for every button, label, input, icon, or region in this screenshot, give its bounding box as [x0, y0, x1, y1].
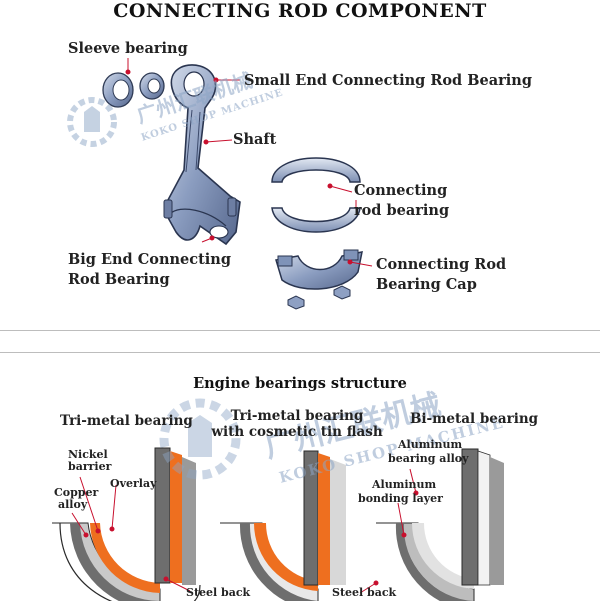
- sleeve-bearing-small: [139, 72, 165, 100]
- bearing-cap-label-2: Bearing Cap: [376, 276, 477, 293]
- bi-metal-bearing-section: [376, 448, 504, 601]
- tri-metal-tin-header-1: Tri-metal bearing: [230, 408, 364, 424]
- steel-back-label-1: Steel back: [186, 586, 251, 599]
- connecting-rod-bearing-label-1: Connecting: [354, 182, 448, 199]
- bearing-cap-label-1: Connecting Rod: [376, 256, 507, 273]
- copper-alloy-label-2: alloy: [58, 498, 88, 511]
- connecting-rod-title: CONNECTING ROD COMPONENT: [113, 0, 487, 22]
- engine-bearings-panel: Engine bearings structure: [0, 352, 600, 601]
- panel-separator: [0, 331, 600, 351]
- leader-lines: [125, 58, 373, 267]
- aluminum-alloy-label-1: Aluminum: [398, 438, 463, 451]
- big-end-label-2: Rod Bearing: [68, 271, 170, 288]
- connecting-rod-bearing-label-2: rod bearing: [354, 202, 450, 219]
- tri-metal-bearing-section: [52, 447, 201, 601]
- connecting-rod-panel: CONNECTING ROD COMPONENT: [0, 0, 600, 331]
- connecting-rod-bearing-shell: [271, 157, 361, 233]
- overlay-label: Overlay: [110, 477, 157, 490]
- sleeve-bearing-large: [102, 72, 134, 108]
- bearing-leader-lines: [71, 468, 419, 594]
- small-end-label: Small End Connecting Rod Bearing: [244, 72, 532, 89]
- copper-alloy-label-1: Copper: [54, 486, 99, 499]
- engine-bearings-title: Engine bearings structure: [193, 375, 407, 392]
- aluminum-alloy-label-2: bearing alloy: [388, 452, 469, 465]
- shaft-label: Shaft: [233, 131, 277, 148]
- steel-back-label-2: Steel back: [332, 586, 397, 599]
- big-end-label-1: Big End Connecting: [68, 251, 231, 268]
- watermark-logo-bottom: [159, 398, 241, 480]
- nickel-barrier-label-2: barrier: [68, 460, 112, 473]
- bearing-cross-sections: [52, 398, 504, 601]
- connecting-rod-bearing-cap: [275, 249, 363, 310]
- tri-metal-header: Tri-metal bearing: [60, 413, 193, 429]
- aluminum-bonding-label-2: bonding layer: [358, 492, 443, 505]
- connecting-rod-illustration: [67, 58, 373, 310]
- tri-metal-tin-bearing-section: [220, 450, 346, 601]
- aluminum-bonding-label-1: Aluminum: [372, 478, 437, 491]
- tri-metal-tin-header-2: with cosmetic tin flash: [211, 424, 383, 440]
- nickel-barrier-label-1: Nickel: [68, 448, 108, 461]
- sleeve-bearing-label: Sleeve bearing: [68, 40, 188, 57]
- bi-metal-header: Bi-metal bearing: [410, 411, 539, 427]
- connecting-rod: [163, 64, 241, 246]
- watermark-logo-top: [67, 97, 117, 147]
